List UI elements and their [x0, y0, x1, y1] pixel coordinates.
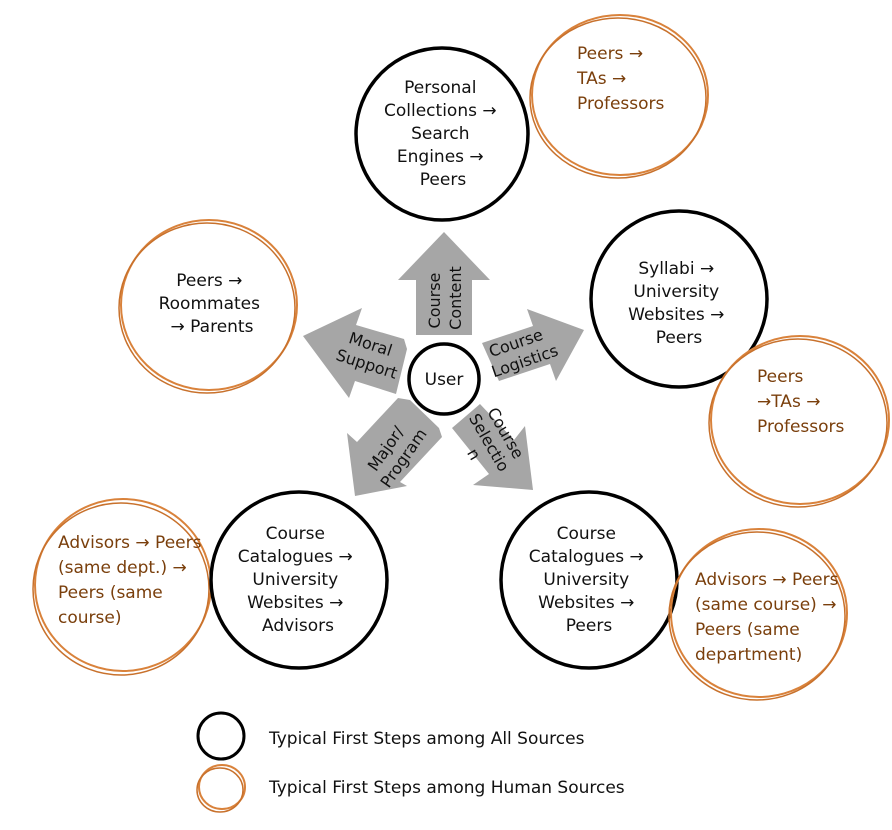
major-program-all-sources-node: Course Catalogues → University Websites …: [209, 490, 389, 670]
course-logistics-all-sources-node: Syllabi → University Websites → Peers: [589, 209, 769, 389]
course-content-label: Course Content: [425, 266, 465, 330]
course-content-all-sources-text: Personal Collections → Search Engines → …: [384, 78, 502, 190]
course-content-all-sources-node: Personal Collections → Search Engines → …: [354, 46, 530, 222]
course-content-arrow: [398, 232, 490, 335]
user-label: User: [425, 370, 464, 390]
major-program-human-sources-text: Advisors → Peers (same dept.) → Peers (s…: [58, 533, 207, 628]
moral-support-arrow: [303, 308, 407, 398]
user-node: User: [407, 342, 481, 416]
legend-all-sources-swatch: [196, 711, 246, 761]
course-logistics-all-sources-text: Syllabi → University Websites → Peers: [628, 259, 730, 348]
course-content-human-sources-node: Peers → TAs → Professors: [529, 14, 709, 179]
legend: Typical First Steps among All Sources Ty…: [196, 711, 625, 813]
course-logistics-human-sources-text: Peers →TAs → Professors: [757, 367, 845, 437]
moral-support-human-sources-node: Peers → Roommates → Parents: [118, 219, 298, 394]
major-program-all-sources-text: Course Catalogues → University Websites …: [238, 524, 358, 636]
legend-human-sources-text: Typical First Steps among Human Sources: [268, 778, 625, 798]
course-selection-human-sources-text: Advisors → Peers (same course) → Peers (…: [695, 570, 844, 665]
legend-all-sources-text: Typical First Steps among All Sources: [268, 729, 585, 749]
course-content-human-sources-text: Peers → TAs → Professors: [576, 44, 665, 114]
course-selection-all-sources-text: Course Catalogues → University Websites …: [529, 524, 649, 636]
course-selection-human-sources-node: Advisors → Peers (same course) → Peers (…: [668, 528, 848, 701]
course-selection-arrow: [452, 404, 533, 490]
moral-support-human-sources-text: Peers → Roommates → Parents: [159, 271, 266, 337]
major-program-arrow: [347, 398, 442, 496]
legend-human-sources-swatch: [198, 764, 246, 810]
course-selection-all-sources-node: Course Catalogues → University Websites …: [499, 490, 679, 670]
course-logistics-human-sources-node: Peers →TAs → Professors: [708, 335, 890, 508]
course-logistics-arrow: [482, 309, 584, 381]
